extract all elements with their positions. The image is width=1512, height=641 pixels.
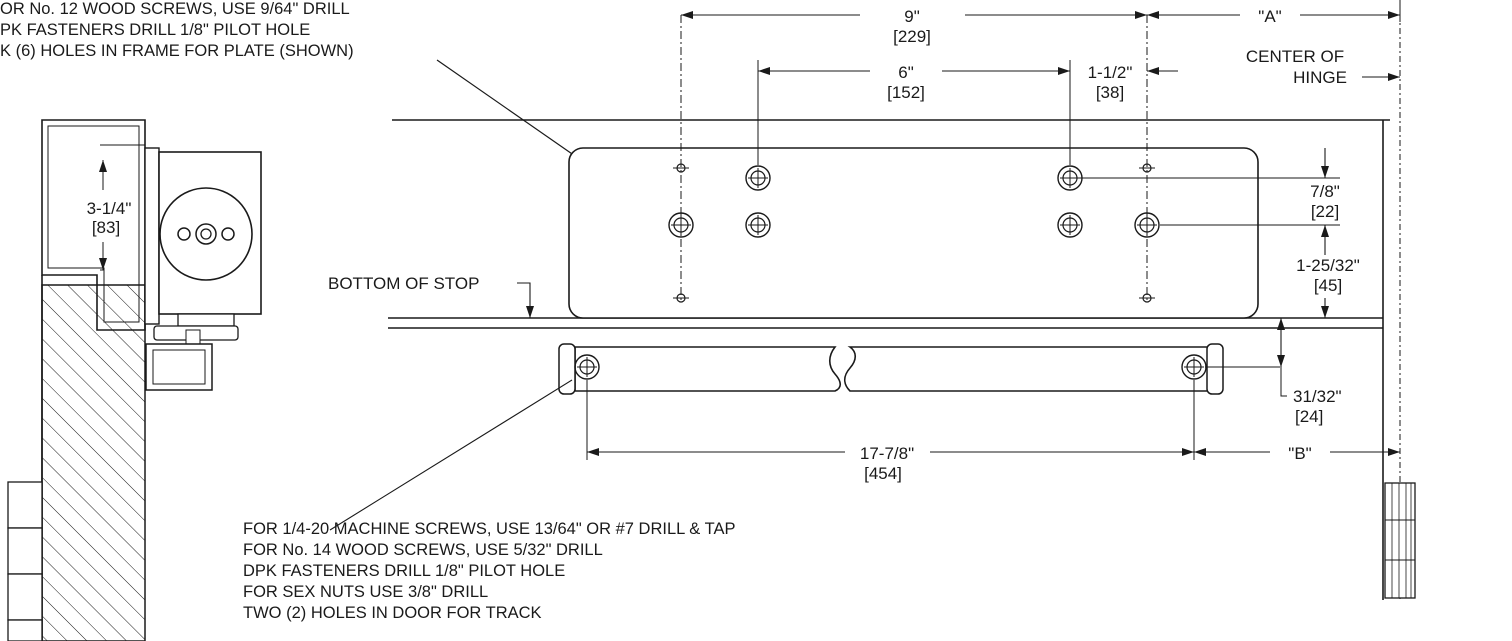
hinge-jamb-detail (1384, 482, 1416, 599)
side-view: 3-1/4" [83] (7, 119, 262, 641)
dim-31-32: 31/32" (1293, 387, 1342, 406)
frame-profile-inner (47, 125, 140, 323)
closer-pinion-circle (159, 187, 253, 281)
bottom-note-line: DPK FASTENERS DRILL 1/8" PILOT HOLE (243, 562, 565, 580)
dim-1-1-2: 1-1/2" (1088, 63, 1133, 82)
dim-6-metric: [152] (887, 83, 925, 102)
track-end-block (145, 343, 213, 391)
pilot-holes (673, 163, 1155, 303)
bottom-of-stop-label: BOTTOM OF STOP (328, 274, 479, 293)
door-section (41, 284, 146, 641)
top-note-line: PK FASTENERS DRILL 1/8" PILOT HOLE (0, 21, 310, 39)
dim-A: "A" (1258, 7, 1281, 26)
bottom-note-line: TWO (2) HOLES IN DOOR FOR TRACK (243, 604, 542, 622)
dim-6: 6" (898, 63, 914, 82)
bottom-note-line: FOR No. 14 WOOD SCREWS, USE 5/32" DRILL (243, 541, 603, 559)
hinge-leaf (7, 527, 43, 575)
bottom-note-line: FOR SEX NUTS USE 3/8" DRILL (243, 583, 488, 601)
dim-9: 9" (904, 7, 920, 26)
dim-1-25-32-metric: [45] (1314, 276, 1342, 295)
dim-17-7-8: 17-7/8" (860, 444, 914, 463)
front-view: 9" [229] "A" CENTER OF HINGE 6" [152] 1-… (328, 0, 1416, 600)
dim-3-1-4-metric: [83] (92, 218, 120, 237)
dim-B: "B" (1288, 444, 1311, 463)
closer-body (158, 151, 262, 315)
center-of-hinge-label: HINGE (1293, 68, 1347, 87)
hinge-leaf (7, 573, 43, 621)
top-note-line: OR No. 12 WOOD SCREWS, USE 9/64" DRILL (0, 0, 350, 18)
dim-7-8: 7/8" (1310, 182, 1340, 201)
track-hole-leader (329, 379, 573, 531)
dim-31-32-metric: [24] (1295, 407, 1323, 426)
hinge-leaf (7, 481, 43, 529)
mounting-holes (668, 165, 1160, 238)
bottom-note-line: FOR 1/4-20 MACHINE SCREWS, USE 13/64" OR… (243, 520, 735, 538)
dim-1-25-32: 1-25/32" (1296, 256, 1360, 275)
mounting-plate (568, 147, 1259, 319)
bottom-notes: FOR 1/4-20 MACHINE SCREWS, USE 13/64" OR… (243, 520, 735, 622)
dim-1-1-2-metric: [38] (1096, 83, 1124, 102)
dim-17-7-8-metric: [454] (864, 464, 902, 483)
track (558, 343, 1224, 395)
top-notes: OR No. 12 WOOD SCREWS, USE 9/64" DRILL P… (0, 0, 354, 60)
center-of-hinge-label: CENTER OF (1246, 47, 1344, 66)
hinge-leaf (7, 619, 43, 641)
dim-9-metric: [229] (893, 27, 931, 46)
dim-7-8-metric: [22] (1311, 202, 1339, 221)
dim-3-1-4: 3-1/4" (87, 199, 132, 218)
top-note-line: K (6) HOLES IN FRAME FOR PLATE (SHOWN) (0, 42, 354, 60)
